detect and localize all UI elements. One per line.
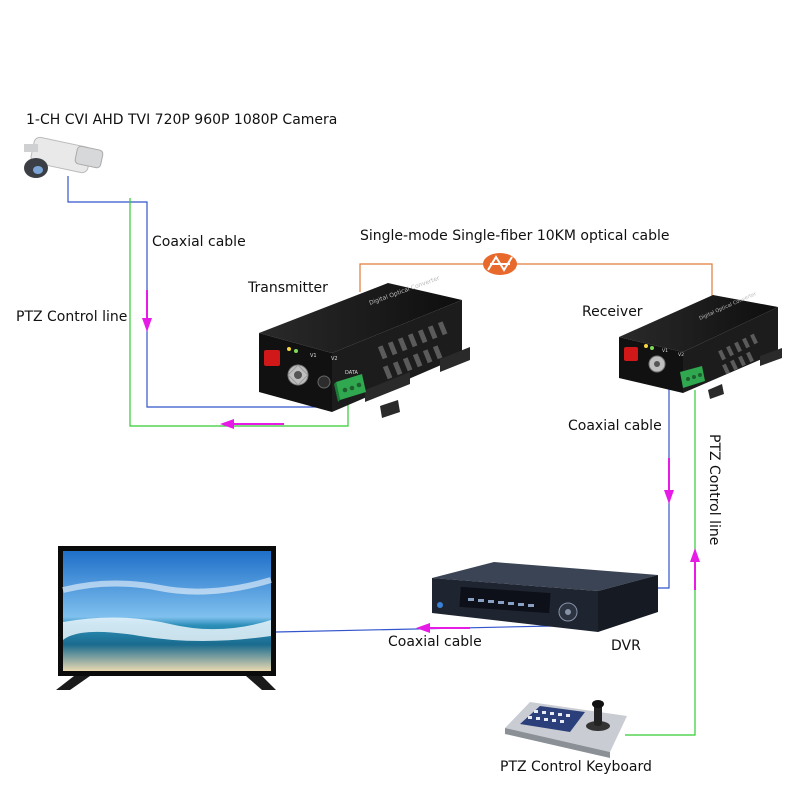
tv-monitor-icon bbox=[56, 546, 276, 690]
ptz-right-label: PTZ Control line bbox=[706, 434, 722, 546]
fiber-label: Single-mode Single-fiber 10KM optical ca… bbox=[360, 228, 670, 244]
camera-label: 1-CH CVI AHD TVI 720P 960P 1080P Camera bbox=[26, 112, 338, 128]
transmitter-data-terminal bbox=[334, 374, 366, 402]
ptz-left-label: PTZ Control line bbox=[16, 309, 128, 325]
dvr-device bbox=[432, 562, 658, 632]
camera-icon bbox=[24, 136, 104, 178]
keyboard-label: PTZ Control Keyboard bbox=[500, 759, 652, 775]
receiver-data-terminal bbox=[680, 366, 705, 388]
arrow-up-right-ptz bbox=[690, 548, 700, 590]
transmitter-port-data: DATA bbox=[345, 370, 358, 376]
transmitter-device: Digital Optical Converter V1 V2 DATA bbox=[259, 275, 470, 418]
ptz-keyboard-icon bbox=[505, 700, 627, 758]
fiber-break-icon bbox=[483, 253, 517, 275]
coax-receiver-to-dvr bbox=[658, 380, 670, 589]
coax-right-label: Coaxial cable bbox=[568, 418, 662, 434]
coax-dvr-to-tv bbox=[275, 625, 553, 633]
receiver-device: Digital Optical Converter V1 V2 bbox=[619, 291, 782, 399]
ptz-line-camera-to-transmitter bbox=[129, 198, 349, 427]
arrow-down-left-coax bbox=[142, 290, 152, 332]
receiver-port-v1: V1 bbox=[662, 348, 668, 354]
transmitter-label: Transmitter bbox=[248, 280, 328, 296]
transmitter-port-v2: V2 bbox=[331, 356, 338, 362]
coax-top-label: Coaxial cable bbox=[152, 234, 246, 250]
fiber-optic-cable bbox=[359, 263, 713, 302]
arrow-down-right-coax bbox=[664, 458, 674, 504]
dvr-label: DVR bbox=[611, 638, 641, 654]
ptz-line-receiver-to-keyboard bbox=[625, 390, 696, 736]
flow-arrows bbox=[142, 290, 700, 633]
arrow-left-bottom-coax bbox=[416, 623, 470, 633]
receiver-label: Receiver bbox=[582, 304, 643, 320]
transmitter-port-v1: V1 bbox=[310, 353, 317, 359]
receiver-port-v2: V2 bbox=[678, 352, 684, 358]
arrow-left-ptz bbox=[220, 419, 284, 429]
coax-bottom-label: Coaxial cable bbox=[388, 634, 482, 650]
